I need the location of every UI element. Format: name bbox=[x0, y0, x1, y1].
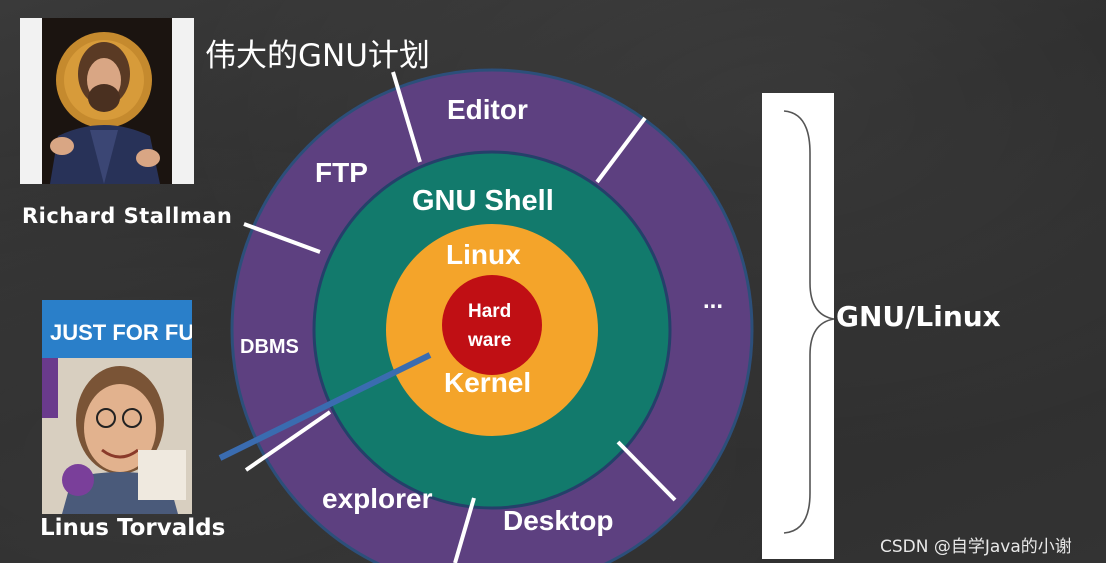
label-desktop: Desktop bbox=[503, 505, 613, 536]
gnu-plan-title: 伟大的GNU计划 bbox=[205, 38, 430, 74]
label-kernel: Kernel bbox=[444, 367, 531, 398]
label-gnu-shell: GNU Shell bbox=[412, 185, 554, 217]
book-title: JUST FOR FUN bbox=[50, 320, 192, 345]
separator-line bbox=[244, 410, 332, 472]
label-linux: Linux bbox=[446, 239, 521, 270]
gnu-linux-label: GNU/Linux bbox=[836, 300, 1001, 333]
separator-line bbox=[391, 71, 422, 163]
label-ftp: FTP bbox=[315, 157, 368, 188]
label-more: ... bbox=[703, 287, 723, 314]
just-for-fun-book-cover: JUST FOR FUN bbox=[42, 300, 192, 514]
separator-line bbox=[616, 440, 677, 502]
label-explorer: explorer bbox=[322, 483, 433, 514]
gnu-linux-bracket-panel bbox=[762, 93, 835, 559]
label-dbms: DBMS bbox=[240, 336, 299, 358]
label-editor: Editor bbox=[447, 94, 528, 125]
csdn-watermark: CSDN @自学Java的小谢 bbox=[880, 537, 1072, 557]
separator-line bbox=[243, 222, 321, 254]
separator-line bbox=[453, 497, 476, 563]
label-hard: Hard bbox=[468, 301, 511, 322]
stallman-photo bbox=[20, 18, 194, 184]
curly-brace bbox=[783, 110, 835, 534]
linus-pointer-line bbox=[218, 352, 432, 461]
hardware-core bbox=[442, 275, 542, 375]
label-ware: ware bbox=[467, 330, 511, 351]
stallman-name: Richard Stallman bbox=[22, 204, 233, 228]
torvalds-name: Linus Torvalds bbox=[40, 515, 226, 541]
separator-line bbox=[595, 116, 647, 184]
